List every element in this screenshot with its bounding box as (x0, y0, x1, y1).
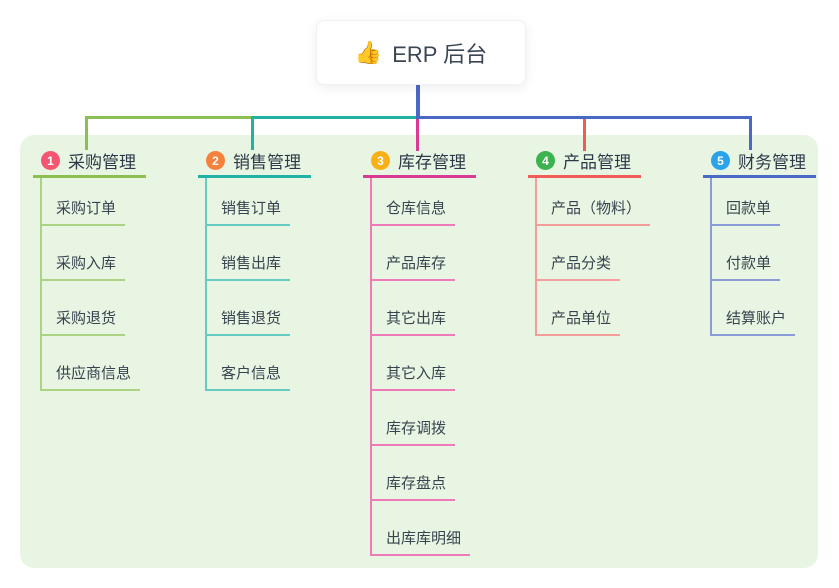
connector-drop-branch3 (416, 119, 419, 151)
child-node[interactable]: 库存调拨 (372, 391, 456, 446)
branch-purchase: 1 采购管理 采购订单 采购入库 采购退货 供应商信息 (33, 146, 146, 391)
connector-horizontal-branch1 (85, 116, 254, 119)
child-node[interactable]: 采购订单 (42, 178, 126, 226)
child-node[interactable]: 供应商信息 (42, 336, 141, 391)
branch-inventory-header[interactable]: 3 库存管理 (363, 146, 476, 178)
child-node[interactable]: 其它出库 (372, 281, 456, 336)
connector-drop-branch5 (749, 116, 752, 150)
child-node[interactable]: 产品库存 (372, 226, 456, 281)
connector-root-stem (416, 83, 420, 117)
child-node[interactable]: 仓库信息 (372, 178, 456, 226)
branch-finance-children: 回款单 付款单 结算账户 (710, 178, 796, 336)
child-node[interactable]: 销售退货 (207, 281, 291, 336)
connector-drop-branch4 (583, 119, 586, 151)
branch-inventory-children: 仓库信息 产品库存 其它出库 其它入库 库存调拨 库存盘点 出库库明细 (370, 178, 471, 556)
branch-sales-header[interactable]: 2 销售管理 (198, 146, 311, 178)
connector-drop-branch2 (251, 116, 254, 150)
branch-number-badge: 4 (536, 151, 555, 170)
child-node[interactable]: 库存盘点 (372, 446, 456, 501)
child-node[interactable]: 回款单 (712, 178, 781, 226)
connector-horizontal-branch2 (251, 116, 418, 119)
branch-title: 产品管理 (563, 153, 631, 172)
branch-purchase-children: 采购订单 采购入库 采购退货 供应商信息 (40, 178, 141, 391)
thumbs-up-icon: 👍 (354, 39, 383, 65)
child-node[interactable]: 销售出库 (207, 226, 291, 281)
child-node[interactable]: 出库库明细 (372, 501, 471, 556)
connector-horizontal-branch5 (416, 116, 752, 119)
branch-title: 财务管理 (738, 153, 806, 172)
branch-sales-children: 销售订单 销售出库 销售退货 客户信息 (205, 178, 291, 391)
root-node[interactable]: 👍 ERP 后台 (316, 20, 526, 85)
child-node[interactable]: 销售订单 (207, 178, 291, 226)
root-title: ERP 后台 (392, 41, 488, 67)
branch-product-header[interactable]: 4 产品管理 (528, 146, 641, 178)
branch-title: 采购管理 (68, 153, 136, 172)
branch-sales: 2 销售管理 销售订单 销售出库 销售退货 客户信息 (198, 146, 311, 391)
child-node[interactable]: 产品（物料） (537, 178, 651, 226)
branch-number-badge: 5 (711, 151, 730, 170)
branch-number-badge: 3 (371, 151, 390, 170)
child-node[interactable]: 结算账户 (712, 281, 796, 336)
child-node[interactable]: 采购退货 (42, 281, 126, 336)
branch-inventory: 3 库存管理 仓库信息 产品库存 其它出库 其它入库 库存调拨 库存盘点 出库库… (363, 146, 476, 556)
mindmap-canvas (20, 135, 818, 568)
branch-finance: 5 财务管理 回款单 付款单 结算账户 (703, 146, 816, 336)
branch-product-children: 产品（物料） 产品分类 产品单位 (535, 178, 651, 336)
connector-drop-branch1 (85, 116, 88, 150)
child-node[interactable]: 其它入库 (372, 336, 456, 391)
branch-product: 4 产品管理 产品（物料） 产品分类 产品单位 (528, 146, 651, 336)
branch-number-badge: 2 (206, 151, 225, 170)
branch-finance-header[interactable]: 5 财务管理 (703, 146, 816, 178)
branch-purchase-header[interactable]: 1 采购管理 (33, 146, 146, 178)
child-node[interactable]: 付款单 (712, 226, 781, 281)
child-node[interactable]: 客户信息 (207, 336, 291, 391)
branch-title: 销售管理 (233, 153, 301, 172)
child-node[interactable]: 产品分类 (537, 226, 621, 281)
child-node[interactable]: 产品单位 (537, 281, 621, 336)
branch-title: 库存管理 (398, 153, 466, 172)
branch-number-badge: 1 (41, 151, 60, 170)
child-node[interactable]: 采购入库 (42, 226, 126, 281)
